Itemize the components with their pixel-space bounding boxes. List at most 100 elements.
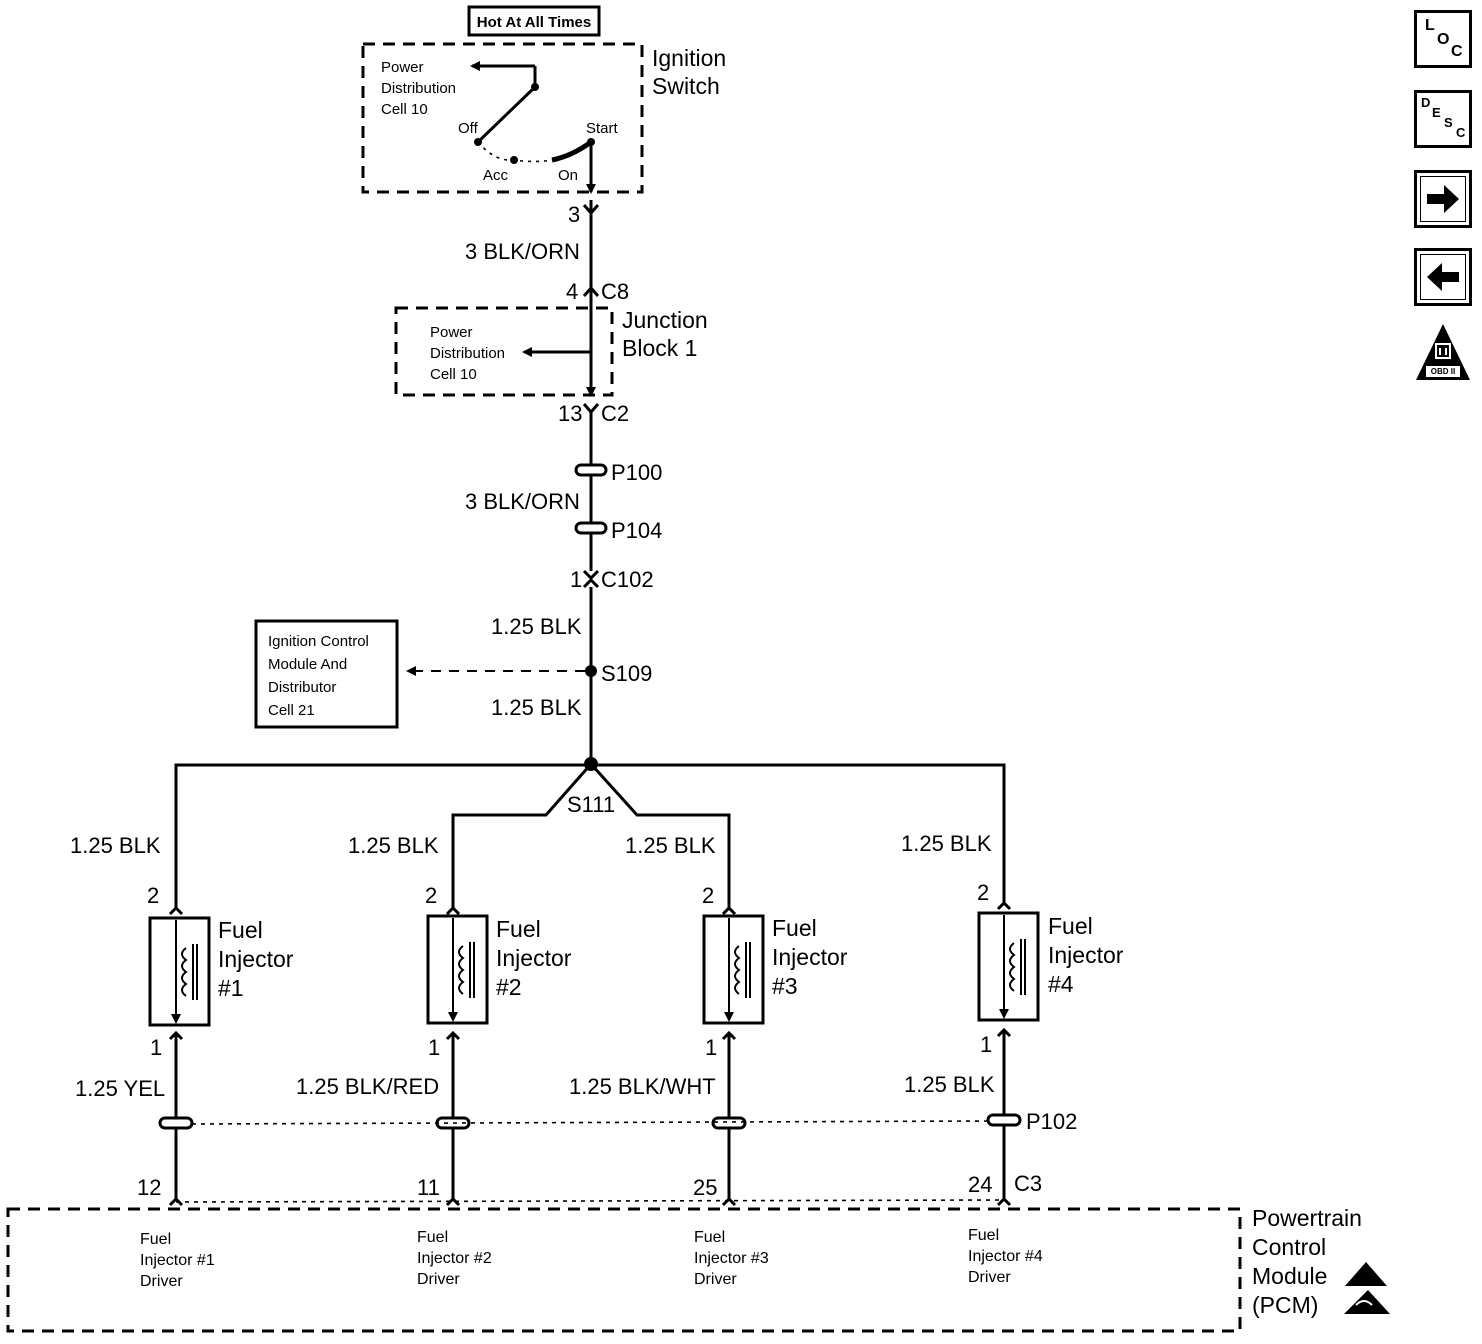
injector-2-lower-wire: 1.25 BLK/RED [296, 1074, 439, 1099]
wire-125-blk-a: 1.25 BLK [491, 614, 582, 639]
wire-125-blk-b: 1.25 BLK [491, 695, 582, 720]
next-page-button[interactable] [1414, 170, 1472, 228]
pcm-title-3: Module [1252, 1263, 1327, 1289]
injector-3-pin-top: 2 [702, 883, 714, 908]
injector-2-name: Fuel [496, 916, 541, 942]
switch-pos-off: Off [458, 120, 479, 137]
junction-cell-line2: Distribution [430, 345, 505, 362]
injector-4-pin-top: 2 [977, 880, 989, 905]
ignition-switch-box [361, 42, 644, 194]
connector-c3: C3 [1014, 1171, 1042, 1196]
ignition-cell-line1: Power [381, 59, 424, 76]
injector-2-name-2: Injector [496, 945, 572, 971]
connector-c2: C2 [601, 401, 629, 426]
connector-c8: C8 [601, 279, 629, 304]
injector-4-name-2: Injector [1048, 942, 1124, 968]
connector-fork-c102-bottom [582, 577, 600, 589]
injector-2-upper-wire: 1.25 BLK [348, 833, 439, 858]
icm-line4: Cell 21 [268, 702, 315, 719]
pin-3: 3 [568, 202, 580, 227]
driver-3-line1: Fuel [694, 1229, 725, 1246]
junction-cell-line3: Cell 10 [430, 366, 477, 383]
connector-fork-3 [582, 204, 600, 216]
injector-3-pcm-arrow [721, 1196, 737, 1207]
connector-fork-4 [582, 285, 600, 297]
arrow-right-icon [1427, 185, 1459, 213]
bus-outer [174, 763, 1006, 908]
injector-2: 1.25 BLK 2 Fuel Injector #2 1 1.25 BLK/R… [296, 833, 572, 1207]
pin-4: 4 [566, 279, 578, 304]
ignition-cell-line2: Distribution [381, 80, 456, 97]
connector-c102: C102 [601, 567, 654, 592]
injector-3-name: Fuel [772, 915, 817, 941]
previous-page-button-frame [1420, 254, 1466, 300]
ignition-switch-title: Ignition [652, 45, 726, 71]
connector-fork-c102-top [582, 569, 600, 581]
driver-4-line3: Driver [968, 1269, 1011, 1286]
loc-letter-l: L [1425, 17, 1435, 34]
injector-2-body [426, 914, 489, 1025]
switch-pos-acc: Acc [483, 167, 509, 184]
injector-1-pin-bottom: 1 [150, 1035, 162, 1060]
loc-button[interactable]: L O C [1414, 10, 1472, 68]
injector-3-splice [711, 1116, 747, 1130]
junction-block-box [394, 306, 614, 397]
hot-at-all-times-box [467, 5, 601, 37]
switch-on-start-contact [551, 139, 593, 163]
loc-letter-o: O [1437, 31, 1450, 48]
injector-3: 1.25 BLK 2 Fuel Injector #3 1 1.25 BLK/W… [569, 833, 848, 1207]
injector-4-body [977, 911, 1040, 1022]
driver-3-line3: Driver [694, 1271, 737, 1288]
injector-1-pcm-arrow [168, 1196, 184, 1207]
switch-pos-on: On [558, 167, 578, 184]
junction-block-title-2: Block 1 [622, 335, 697, 361]
arrow-left-icon [1427, 263, 1459, 291]
injector-1-pin-top: 2 [147, 883, 159, 908]
previous-page-button[interactable] [1414, 248, 1472, 306]
driver-2-line1: Fuel [417, 1229, 448, 1246]
injector-3-coil-icon [734, 945, 741, 995]
injector-3-pin-bottom: 1 [705, 1035, 717, 1060]
injector-3-upper-wire: 1.25 BLK [625, 833, 716, 858]
injector-4-name: Fuel [1048, 913, 1093, 939]
injector-4-pcm-pin: 24 [968, 1172, 992, 1197]
splice-s111-label: S111 [567, 792, 615, 817]
icm-box [254, 619, 399, 729]
injector-2-pin-bottom: 1 [428, 1035, 440, 1060]
pcm-title-2: Control [1252, 1234, 1326, 1260]
pcm-title-1: Powertrain [1252, 1205, 1362, 1231]
driver-1-line3: Driver [140, 1273, 183, 1290]
obd-ii-button[interactable]: OBD II [1414, 322, 1472, 382]
obd-ii-warning-icon [1416, 324, 1470, 380]
injector-1-top-arrow [168, 905, 184, 916]
ignition-switch-title-2: Switch [652, 73, 720, 99]
desc-button[interactable]: D E S C [1414, 90, 1472, 148]
injector-4-lower-wire: 1.25 BLK [904, 1072, 995, 1097]
driver-4-line1: Fuel [968, 1227, 999, 1244]
injector-1-name-2: Injector [218, 946, 294, 972]
splice-p102-label: P102 [1026, 1109, 1077, 1134]
injector-1-splice [158, 1116, 194, 1130]
pin-1-c102: 1 [570, 567, 582, 592]
driver-1-line1: Fuel [140, 1231, 171, 1248]
injector-4-splice [986, 1113, 1022, 1127]
injector-1-body [148, 916, 211, 1027]
icm-line1: Ignition Control [268, 633, 369, 650]
injector-4-top-arrow [996, 900, 1012, 911]
desc-letter-c: C [1456, 125, 1466, 140]
injector-3-pcm-pin: 25 [693, 1175, 717, 1200]
injector-4: 1.25 BLK 2 Fuel Injector #4 1 1.25 BLK 2… [901, 831, 1124, 1207]
driver-2-line3: Driver [417, 1271, 460, 1288]
injector-3-body [702, 914, 765, 1025]
ignition-cell-line3: Cell 10 [381, 101, 428, 118]
bus-inner [451, 761, 731, 908]
injector-1-coil-icon [181, 947, 188, 997]
switch-pos-start: Start [586, 120, 619, 137]
connector-fork-13 [582, 403, 600, 415]
injector-2-top-arrow [445, 905, 461, 916]
pcm-box [6, 1207, 1242, 1333]
icm-line3: Distributor [268, 679, 336, 696]
p102-dotted-link [191, 1120, 989, 1125]
junction-cell-line1: Power [430, 324, 473, 341]
